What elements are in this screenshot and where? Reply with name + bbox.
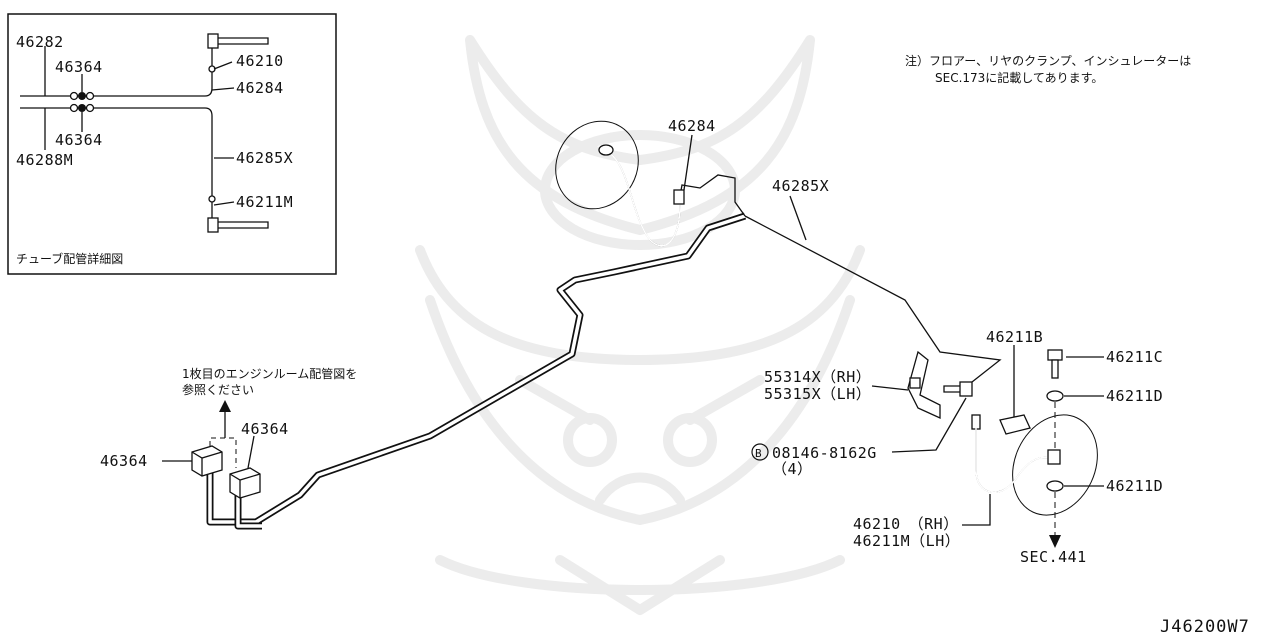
label-46211D-top: 46211D <box>1106 387 1163 405</box>
inset-label-46288M: 46288M <box>16 151 73 169</box>
washer-46211D-top <box>1046 390 1064 402</box>
label-55314X: 55314X（RH） <box>764 368 871 386</box>
label-bolt: 08146-8162G <box>772 444 877 462</box>
label-46210: 46210 （RH） <box>853 515 959 533</box>
tube-detail-inset: 46282 46364 46364 46288M 46210 46284 462… <box>7 13 337 275</box>
hose-46210 <box>971 414 1098 516</box>
note-line-1: 注）フロアー、リヤのクランプ、インシュレーターは <box>905 53 1191 68</box>
inset-title: チューブ配管詳細図 <box>16 251 123 266</box>
label-46211D-bottom: 46211D <box>1106 477 1163 495</box>
label-55315X: 55315X（LH） <box>764 385 871 403</box>
inset-label-46282: 46282 <box>16 33 64 51</box>
connector-46364-left <box>191 445 223 477</box>
label-sec441: SEC.441 <box>1020 548 1087 566</box>
label-46211C: 46211C <box>1106 348 1163 366</box>
bolt-prefix: B <box>755 447 762 460</box>
label-46285X: 46285X <box>772 177 829 195</box>
inset-label-46211M: 46211M <box>236 193 293 211</box>
inset-label-46364-top: 46364 <box>55 58 103 76</box>
brake-tube-main <box>206 212 747 530</box>
label-46364-right: 46364 <box>241 420 289 438</box>
hose-46284 <box>555 120 693 247</box>
label-bolt-qty: （4） <box>772 460 813 478</box>
note-line-2: SEC.173に記載してあります。 <box>935 70 1103 85</box>
inset-label-46210: 46210 <box>236 52 284 70</box>
union-bolt-46211C <box>1047 349 1063 379</box>
inset-label-46364-bottom: 46364 <box>55 131 103 149</box>
arrow-up-icon <box>219 400 231 412</box>
inset-label-46285X: 46285X <box>236 149 293 167</box>
label-46211M: 46211M（LH） <box>853 532 960 550</box>
diagram-code: J46200W7 <box>1160 617 1250 637</box>
tube-46285X <box>744 215 1002 383</box>
arrow-down-icon <box>1049 535 1061 548</box>
bracket-55314X <box>907 350 941 420</box>
tube-46284-route <box>679 174 746 217</box>
label-46284: 46284 <box>668 117 716 135</box>
bolt-08146 <box>943 381 973 397</box>
label-46211B: 46211B <box>986 328 1043 346</box>
engine-note-line-1: 1枚目のエンジンルーム配管図を <box>182 366 357 381</box>
clip-46211B <box>999 414 1031 435</box>
inset-label-46284: 46284 <box>236 79 284 97</box>
washer-46211D-bottom <box>1046 480 1064 492</box>
watermark-emblem <box>415 35 865 615</box>
engine-note-line-2: 参照ください <box>182 382 254 397</box>
connector-46364-right <box>229 467 261 499</box>
label-46364-left: 46364 <box>100 452 148 470</box>
bolt-marker-icon <box>751 443 769 461</box>
